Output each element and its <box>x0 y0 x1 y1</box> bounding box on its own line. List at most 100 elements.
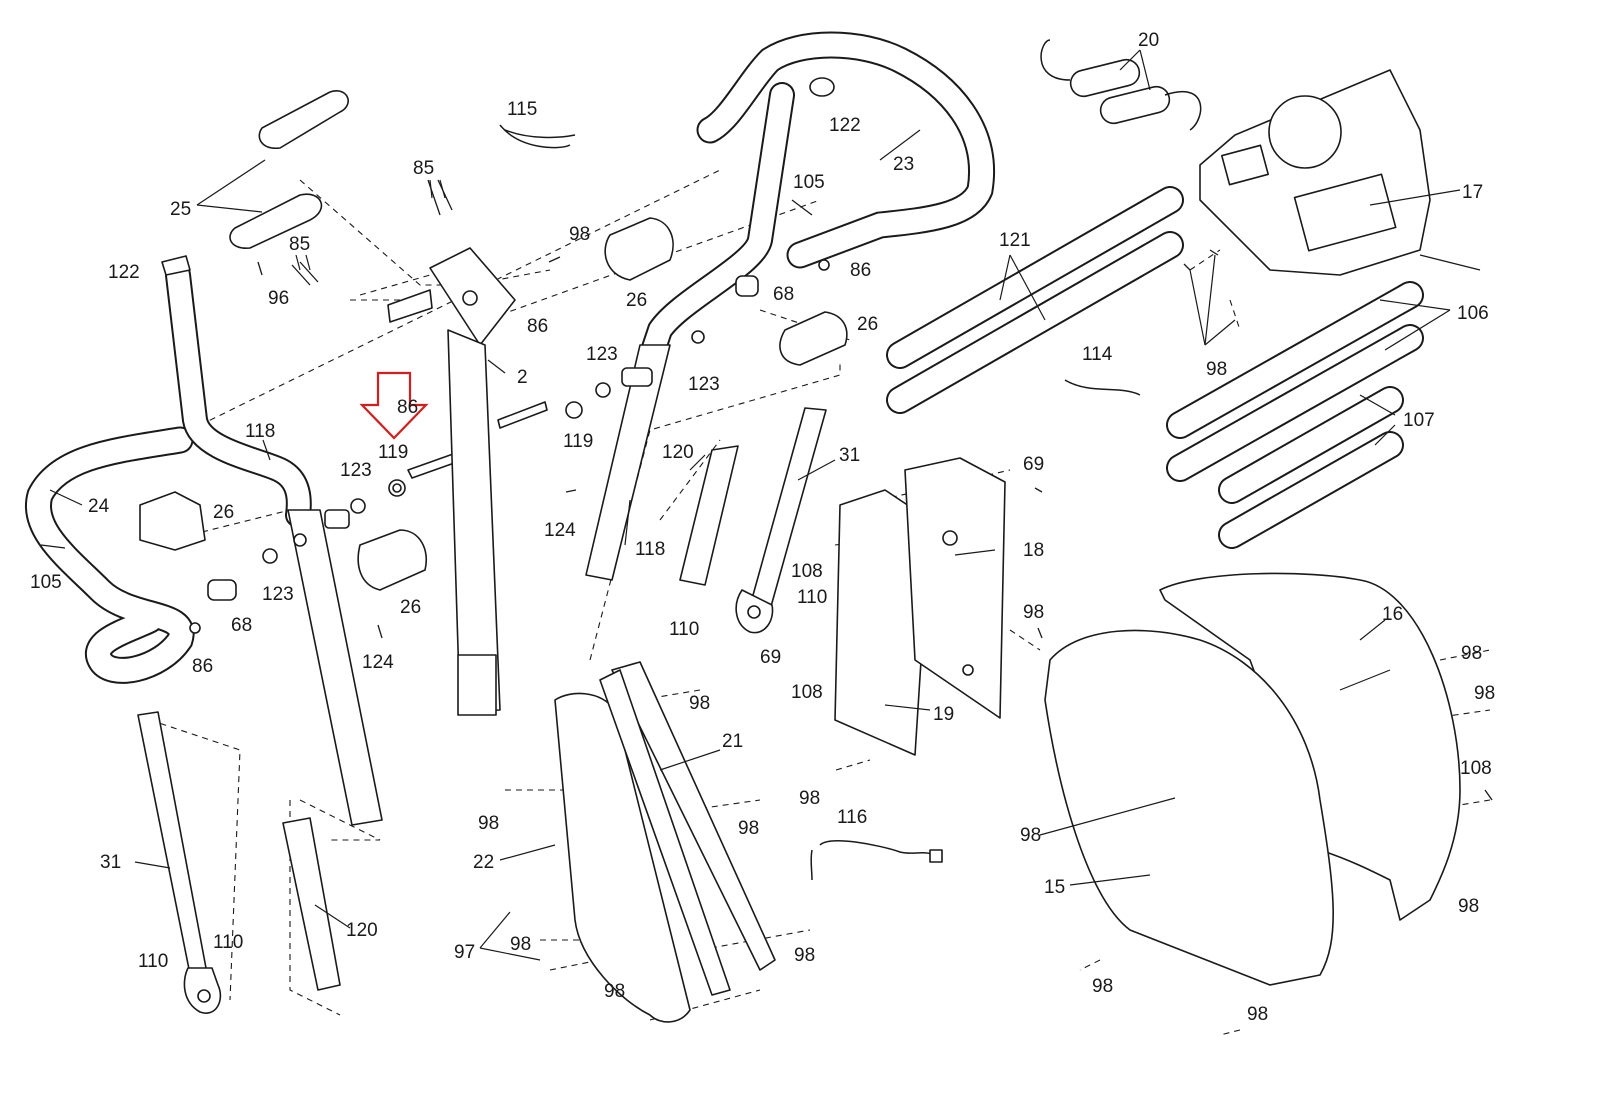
right-upright-118 <box>585 82 795 581</box>
label-96: 96 <box>268 288 289 309</box>
part-labels: 2 15 16 17 18 19 20 21 22 23 24 25 26 26… <box>30 30 1495 1025</box>
side-plate-18 <box>904 457 1006 719</box>
label-16: 16 <box>1382 604 1403 625</box>
label-110b: 110 <box>669 619 699 640</box>
tubes-107 <box>1218 386 1404 549</box>
center-post-2 <box>387 247 548 716</box>
label-118a: 118 <box>245 421 275 442</box>
label-123c: 123 <box>586 344 618 365</box>
down-arrow-icon <box>359 371 429 440</box>
label-107: 107 <box>1403 410 1435 431</box>
label-19: 19 <box>933 704 954 725</box>
label-118b: 118 <box>635 539 665 560</box>
label-85b: 85 <box>289 234 310 255</box>
label-97: 97 <box>454 942 475 963</box>
label-105a: 105 <box>793 172 825 193</box>
label-18: 18 <box>1023 540 1044 561</box>
label-110d: 110 <box>138 951 168 972</box>
leader-lines <box>49 49 1481 961</box>
label-98p: 98 <box>1247 1004 1268 1025</box>
screws <box>40 179 1493 801</box>
label-108c: 108 <box>1460 758 1492 779</box>
tubes-106 <box>1166 281 1424 482</box>
label-98o: 98 <box>604 981 625 1002</box>
label-123a: 123 <box>340 460 372 481</box>
label-98a: 98 <box>569 224 590 245</box>
label-98i: 98 <box>738 818 759 839</box>
label-98m: 98 <box>794 945 815 966</box>
right-arm-23 <box>696 31 995 269</box>
pulse-grips-20 <box>1040 39 1202 131</box>
upright-cover-120-right <box>679 445 739 586</box>
lower-arm-31-right <box>735 407 827 634</box>
label-86c: 86 <box>192 656 213 677</box>
label-68b: 68 <box>773 284 794 305</box>
front-shroud-15 <box>1044 629 1334 986</box>
front-shroud-22 <box>554 692 691 1023</box>
label-98h: 98 <box>478 813 499 834</box>
label-98n: 98 <box>1092 976 1113 997</box>
label-108a: 108 <box>791 561 823 582</box>
label-119a: 119 <box>378 442 408 463</box>
label-123b: 123 <box>262 584 294 605</box>
label-86b: 86 <box>397 397 418 418</box>
label-121: 121 <box>999 230 1031 251</box>
wires <box>499 124 1141 881</box>
label-124a: 124 <box>544 520 576 541</box>
label-115: 115 <box>507 99 537 120</box>
label-21: 21 <box>722 731 743 752</box>
label-68a: 68 <box>231 615 252 636</box>
label-98d: 98 <box>1461 643 1482 664</box>
label-98c: 98 <box>1023 602 1044 623</box>
label-2: 2 <box>517 367 528 388</box>
label-124b: 124 <box>362 652 394 673</box>
label-119b: 119 <box>563 431 593 452</box>
label-98g: 98 <box>799 788 820 809</box>
label-122b: 122 <box>829 115 861 136</box>
label-69b: 69 <box>760 647 781 668</box>
label-23: 23 <box>893 154 914 175</box>
label-31b: 31 <box>839 445 860 466</box>
label-108b: 108 <box>791 682 823 703</box>
label-69a: 69 <box>1023 454 1044 475</box>
label-106: 106 <box>1457 303 1489 324</box>
label-22: 22 <box>473 852 494 873</box>
left-upright-118 <box>165 262 383 826</box>
label-122a: 122 <box>108 262 140 283</box>
label-15: 15 <box>1044 877 1065 898</box>
label-86a: 86 <box>527 316 548 337</box>
label-120b: 120 <box>346 920 378 941</box>
clamps-26-right <box>604 217 848 366</box>
label-86d: 86 <box>850 260 871 281</box>
label-85a: 85 <box>413 158 434 179</box>
rear-shroud-16 <box>1159 572 1461 921</box>
label-98j: 98 <box>1020 825 1041 846</box>
left-arm-24 <box>25 426 195 684</box>
label-24: 24 <box>88 496 110 517</box>
label-26b: 26 <box>400 597 421 618</box>
right-pivot-hardware <box>565 259 830 419</box>
label-98b: 98 <box>1206 359 1227 380</box>
label-17: 17 <box>1462 182 1483 203</box>
label-31a: 31 <box>100 852 121 873</box>
label-26a: 26 <box>213 502 234 523</box>
label-26d: 26 <box>857 314 878 335</box>
console-17 <box>1199 69 1431 276</box>
label-114: 114 <box>1082 344 1113 365</box>
label-110c: 110 <box>213 932 243 953</box>
label-120a: 120 <box>662 442 694 463</box>
label-123d: 123 <box>688 374 720 395</box>
label-98e: 98 <box>1474 683 1495 704</box>
label-20: 20 <box>1138 30 1159 51</box>
rear-shroud-21 <box>599 661 776 996</box>
label-98f: 98 <box>689 693 710 714</box>
label-110a: 110 <box>797 587 827 608</box>
lower-arm-31-left <box>137 711 222 1014</box>
label-116: 116 <box>837 807 867 828</box>
label-25: 25 <box>170 199 191 220</box>
label-105b: 105 <box>30 572 62 593</box>
upright-cover-120-left <box>282 817 341 991</box>
label-98k: 98 <box>1458 896 1479 917</box>
tubes-121 <box>886 186 1184 414</box>
